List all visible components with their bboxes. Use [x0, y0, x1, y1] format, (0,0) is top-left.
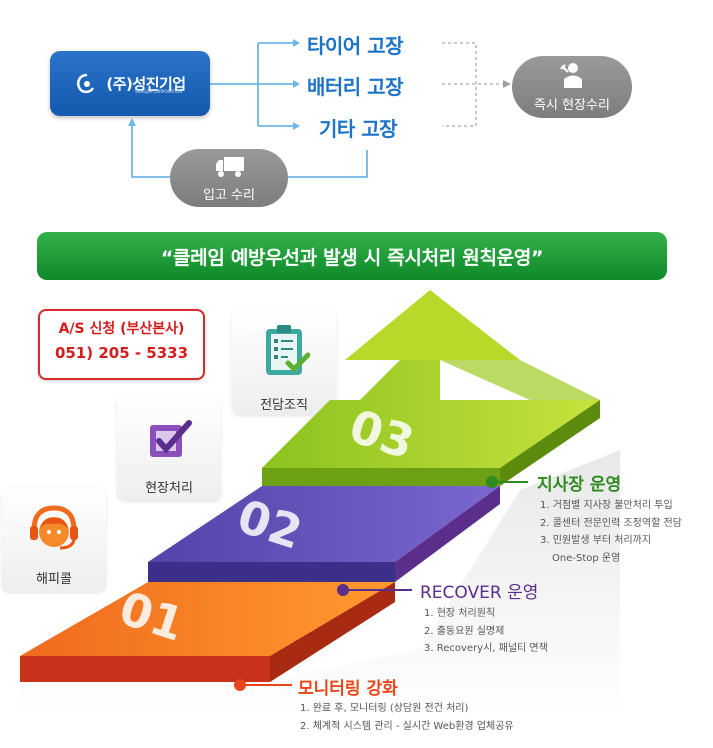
step-03-title: 지사장 운영	[537, 475, 622, 495]
card-happy-call: 해피콜	[2, 488, 106, 592]
step-01-title: 모니터링 강화	[298, 679, 398, 699]
checkbox-icon	[150, 420, 192, 457]
step-02-item: 2. 출동요원 실명제	[424, 625, 505, 637]
step-02-item: 1. 현장 처리원칙	[424, 608, 496, 619]
as-request-box: A/S 신청 (부산본사) 051) 205 - 5333	[38, 309, 205, 380]
step-03-item: One-Stop 운영	[552, 552, 621, 564]
step-02-riser	[148, 562, 395, 582]
step-01-pointer	[234, 679, 292, 691]
step-02-side	[395, 486, 500, 582]
card-happy-call-label: 해피콜	[36, 572, 72, 587]
step-01-item: 2. 체계적 시스템 관리 - 실시간 Web환경 업체공유	[300, 720, 514, 732]
step-03-top	[262, 360, 600, 468]
card-dedicated-team: 전담조직	[232, 311, 336, 415]
card-dedicated-team-label: 전담조직	[260, 398, 308, 413]
step-03-arrow-right-face	[440, 360, 600, 400]
mechanic-icon	[560, 63, 582, 88]
company-name: (주)성진기업	[106, 75, 186, 93]
policy-banner: “클레임 예방우선과 발생 시 즉시처리 원칙운영”	[37, 232, 667, 280]
step-02-top	[148, 486, 500, 562]
step-01-riser	[20, 656, 270, 682]
step-02-item: 3. Recovery시, 패널티 면책	[424, 643, 548, 654]
inbound-repair-label: 입고 수리	[203, 188, 255, 203]
company-logo-box: (주)성진기업 SUNGJIN CORPORATION	[50, 51, 210, 116]
card-onsite-processing-label: 현장처리	[145, 481, 193, 496]
step-01-side	[270, 582, 395, 682]
step-01-item: 1. 완료 후, 모니터링 (상담원 전건 처리)	[300, 703, 469, 714]
step-02-title: RECOVER 운영	[420, 583, 539, 603]
breakdown-tire: 타이어 고장	[307, 34, 403, 58]
step-03-side	[500, 400, 600, 486]
step-03-items: 1. 거점별 지사장 불만처리 투입 2. 콜센터 전문인력 조정역할 전담 3…	[540, 497, 682, 567]
company-subname: SUNGJIN CORPORATION	[135, 89, 183, 94]
as-phone-number[interactable]: 051) 205 - 5333	[54, 344, 189, 362]
onsite-repair-label: 즉시 현장수리	[534, 98, 610, 113]
breakdown-other: 기타 고장	[319, 117, 398, 141]
breakdown-battery: 배터리 고장	[307, 75, 403, 99]
step-02-items: 1. 현장 처리원칙 2. 출동요원 실명제 3. Recovery시, 패널티…	[424, 605, 548, 658]
company-emblem-icon	[77, 73, 95, 93]
onsite-repair-badge: 즉시 현장수리	[512, 56, 632, 118]
inbound-repair-badge: 입고 수리	[170, 149, 288, 207]
step-03-arrowhead	[345, 290, 520, 360]
step-03-item: 3. 민원발생 부터 처리까지	[540, 535, 652, 546]
truck-icon	[216, 157, 244, 177]
step-03-pointer	[486, 476, 528, 488]
staircase-graphic: 01 02 03	[20, 290, 620, 720]
flow-connectors	[128, 39, 511, 178]
step-03-item: 2. 콜센터 전문인력 조정역할 전담	[540, 517, 682, 529]
as-request-label: A/S 신청 (부산본사)	[58, 321, 185, 337]
step-03-riser	[262, 468, 500, 486]
step-03-item: 1. 거점별 지사장 불만처리 투입	[540, 500, 673, 511]
card-onsite-processing: 현장처리	[117, 397, 221, 501]
clipboard-checklist-icon	[266, 325, 310, 375]
headset-icon	[30, 505, 78, 550]
step-02-pointer	[337, 584, 412, 596]
step-01-items: 1. 완료 후, 모니터링 (상담원 전건 처리) 2. 체계적 시스템 관리 …	[300, 700, 514, 735]
